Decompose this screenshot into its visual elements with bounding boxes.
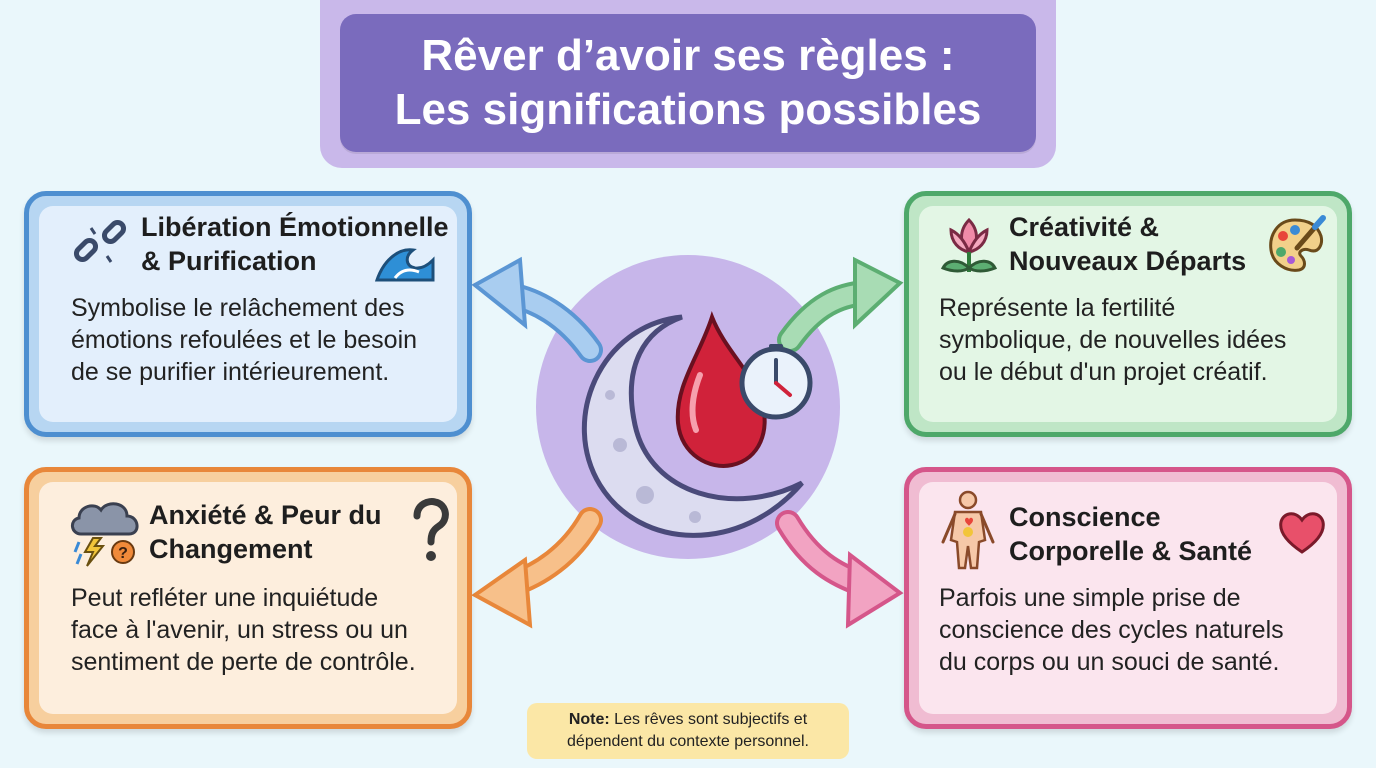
card-anxiete-title: Anxiété & Peur du Changement [149,498,382,566]
note-text-2: dépendent du contexte personnel. [567,733,809,750]
clock-icon [739,344,813,420]
broken-chain-icon [73,219,127,263]
card-creativite-body-line1: Représente la fertilité [939,294,1176,322]
card-anxiete-title-line2: Changement [149,534,313,564]
moon-icon [582,314,804,538]
card-creativite-body: Représente la fertilité symbolique, de n… [939,292,1286,388]
question-mark-icon [413,498,449,561]
card-liberation: Libération Émotionnelle & Purification S… [24,191,472,437]
heart-icon [1279,512,1325,554]
card-creativite-title-line2: Nouveaux Départs [1009,246,1247,276]
card-creativite-title: Créativité & Nouveaux Départs [1009,210,1246,278]
card-liberation-body-line1: Symbolise le relâchement des [71,294,405,322]
title-line-1: Rêver d’avoir ses règles : [421,31,955,80]
card-conscience: Conscience Corporelle & Santé Parfois un… [904,467,1352,729]
card-conscience-title-line2: Corporelle & Santé [1009,536,1253,566]
card-anxiete-title-line1: Anxiété & Peur du [149,500,382,530]
card-creativite-inner [919,206,1337,422]
arrow-to-conscience [775,510,904,629]
card-creativite: Créativité & Nouveaux Départs Représente… [904,191,1352,437]
card-liberation-title: Libération Émotionnelle & Purification [141,210,449,278]
card-anxiete-body-line2: face à l'avenir, un stress ou un [71,616,408,644]
svg-text:?: ? [118,545,128,562]
storm-cloud-icon: ? [71,502,139,567]
card-anxiete: ? Anxiété & Peur du Changement Peut refl… [24,467,472,729]
card-liberation-title-line1: Libération Émotionnelle [141,212,449,242]
card-liberation-body: Symbolise le relâchement des émotions re… [71,292,417,388]
card-anxiete-body-line1: Peut refléter une inquiétude [71,584,379,612]
title-line-2: Les significations possibles [394,85,982,134]
card-creativite-body-line3: ou le début d'un projet créatif. [939,358,1268,386]
card-conscience-body-line3: du corps ou un souci de santé. [939,648,1280,676]
card-anxiete-body-line3: sentiment de perte de contrôle. [71,648,416,676]
wave-icon [375,248,435,282]
note-label: Note: [568,711,610,728]
note-line-1: Note: Les rêves sont subjectifs et [535,709,841,731]
card-conscience-title-line1: Conscience [1009,502,1161,532]
card-liberation-title-line2: & Purification [141,246,317,276]
arrow-to-anxiete [471,507,603,629]
arrow-to-liberation [471,256,603,363]
body-icon [941,490,995,570]
card-creativite-body-line2: symbolique, de nouvelles idées [939,326,1287,354]
card-conscience-title: Conscience Corporelle & Santé [1009,500,1252,568]
center-illustration [471,255,904,629]
card-conscience-body: Parfois une simple prise de conscience d… [939,582,1284,678]
card-conscience-body-line2: conscience des cycles naturels [939,616,1284,644]
card-liberation-body-line2: émotions refoulées et le besoin [71,326,418,354]
arrow-to-creativite [777,256,904,353]
card-creativite-title-line1: Créativité & [1009,212,1160,242]
note-text-1: Les rêves sont subjectifs et [609,711,808,728]
card-anxiete-body: Peut refléter une inquiétude face à l'av… [71,582,416,678]
card-conscience-inner [919,482,1337,714]
note-box: Note: Les rêves sont subjectifs et dépen… [527,703,849,759]
card-conscience-body-line1: Parfois une simple prise de [939,584,1241,612]
lotus-icon [940,217,998,273]
palette-icon [1269,215,1326,272]
card-liberation-body-line3: de se purifier intérieurement. [71,358,390,386]
title-banner: Rêver d’avoir ses règles : Les significa… [340,14,1036,152]
